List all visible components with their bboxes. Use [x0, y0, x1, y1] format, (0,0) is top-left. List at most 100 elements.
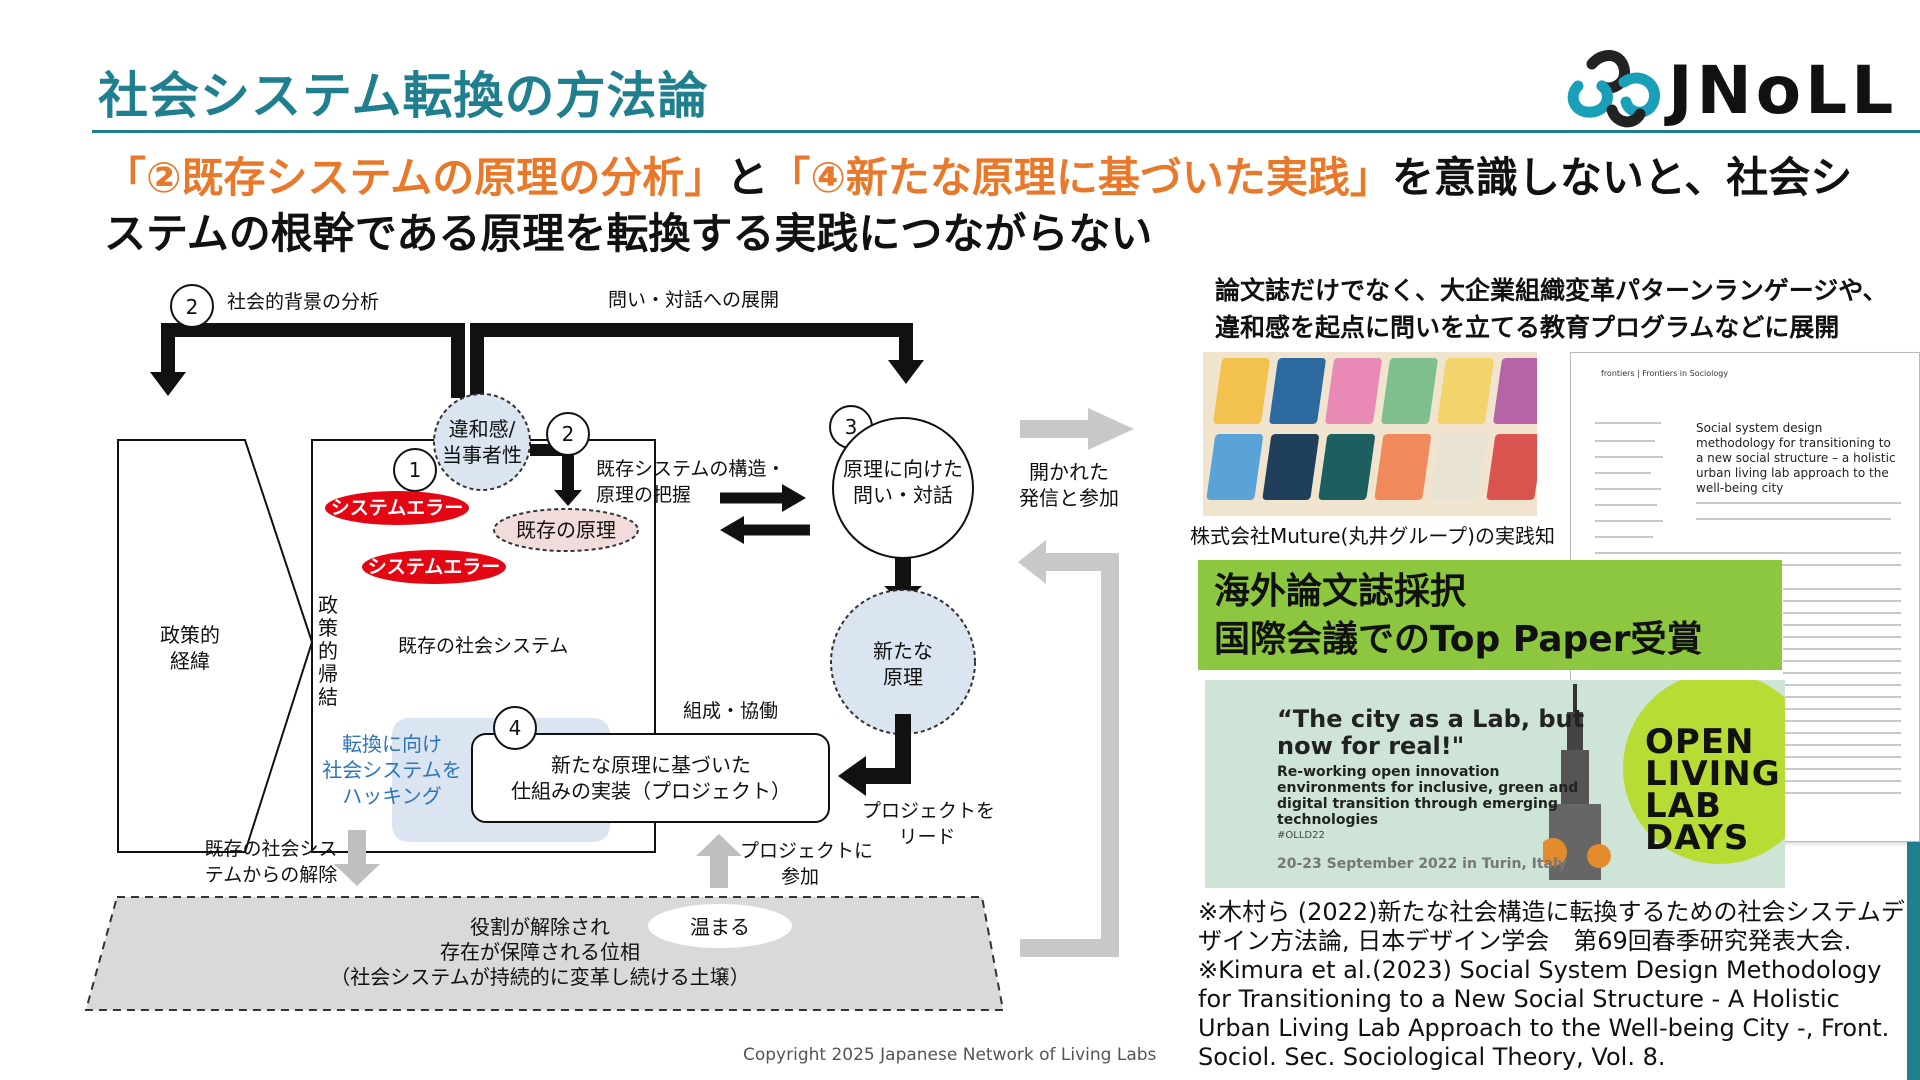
- tower-icon: [1543, 684, 1611, 880]
- existing-principle-label: 既存の原理: [516, 518, 616, 542]
- ground-line-1: 役割が解除され: [470, 915, 610, 939]
- number-circle-4: [493, 706, 537, 750]
- implementation-label: 新たな原理に基づいた仕組みの実装（プロジェクト）: [474, 752, 828, 804]
- policy-result-label: 政策的帰結: [318, 593, 338, 709]
- subtitle-text-b: ステムの根幹である原理を転換する実践につながらない: [104, 209, 1153, 258]
- join-line-2: 参加: [780, 866, 819, 888]
- arrow-join: [710, 852, 728, 888]
- number-circle-1: [393, 448, 437, 492]
- card-grid-illustration: [1203, 352, 1537, 516]
- policy-history-line-1: 政策的: [160, 623, 220, 647]
- num-2-label: 2: [561, 422, 575, 446]
- discomfort-circle: [433, 393, 531, 491]
- join-line-1: プロジェクトに: [740, 840, 874, 862]
- hacking-label: 転換に向け社会システムをハッキング: [322, 731, 462, 809]
- olld-hashtag: #OLLD22: [1277, 830, 1325, 841]
- subtitle: 「②既存システムの原理の分析」と「④新たな原理に基づいた実践」を意識しないと、社…: [104, 150, 1884, 262]
- hacking-line-3: ハッキング: [342, 784, 442, 808]
- dialogue-expansion-label: 問い・対話への展開: [608, 289, 780, 311]
- right-heading: 論文誌だけでなく、大企業組織変革パターンランゲージや、違和感を起点に問いを立てる…: [1215, 272, 1888, 346]
- paper-text-lines: [1595, 422, 1901, 794]
- implementation-box: [471, 733, 830, 823]
- hacking-line-1: 転換に向け: [342, 732, 442, 756]
- open-participation-label: 開かれた発信と参加: [1012, 459, 1126, 511]
- warm-oval: [648, 904, 792, 948]
- olld-green-circle: [1623, 680, 1785, 864]
- existing-principle-oval: [493, 508, 639, 552]
- system-error-badge-1: [325, 491, 469, 525]
- title-divider: [92, 130, 1920, 133]
- num-1-label: 1: [408, 458, 422, 482]
- subtitle-highlight-2: 「④新たな原理に基づいた実践」: [768, 153, 1392, 202]
- subtitle-connector: と: [726, 153, 769, 202]
- arrow-social-background: [161, 323, 465, 398]
- implementation-line-1: 新たな原理に基づいた: [551, 753, 751, 777]
- olld-body-line-4: technologies: [1277, 812, 1379, 828]
- muture-cards-image: [1203, 352, 1537, 516]
- arrow-to-new-principle: [895, 558, 911, 588]
- policy-history-label: 政策的経緯: [140, 622, 240, 674]
- arrow-open-loop: [1020, 553, 1119, 957]
- olld-name-line-1: OPEN: [1645, 722, 1755, 762]
- award-banner: 海外論文誌採択国際会議でのTop Paper受賞: [1198, 560, 1782, 670]
- hacking-line-2: 社会システムを: [322, 758, 462, 782]
- discomfort-line-1: 違和感/: [448, 417, 516, 441]
- ground-line-3: （社会システムが持続的に変革し続ける土壌）: [330, 965, 750, 989]
- award-line-2: 国際会議でのTop Paper受賞: [1214, 619, 1703, 660]
- arrow-dialogue-expansion: [470, 323, 913, 398]
- lead-line-1: プロジェクトを: [862, 800, 996, 822]
- copyright: Copyright 2025 Japanese Network of Livin…: [743, 1045, 1157, 1065]
- questions-line-2: 問い・対話: [853, 483, 953, 507]
- award-line-1: 海外論文誌採択: [1214, 571, 1467, 612]
- arrow-open-out: [1020, 420, 1092, 438]
- num-4-label: 4: [508, 716, 522, 740]
- new-principle-line-2: 原理: [883, 665, 923, 689]
- side-accent-bar: [1907, 842, 1920, 1080]
- join-project-label: プロジェクトに参加: [740, 838, 873, 890]
- policy-history-line-2: 経緯: [170, 649, 210, 673]
- release-line-1: 既存の社会シス: [204, 838, 338, 860]
- system-error-badge-2: [362, 550, 506, 584]
- number-circle-2-top: [170, 284, 214, 328]
- paper-journal: frontiers | Frontiers in Sociology: [1601, 369, 1729, 378]
- structure-line-1: 既存システムの構造・: [596, 458, 786, 480]
- new-principle-label: 新たな原理: [853, 638, 953, 690]
- discomfort-line-2: 当事者性: [442, 443, 522, 467]
- questions-line-1: 原理に向けた: [843, 457, 963, 481]
- system-error-label-2: システムエラー: [367, 556, 501, 578]
- ground-line-2: 存在が保障される位相: [440, 940, 640, 964]
- questions-label: 原理に向けた問い・対話: [838, 456, 968, 508]
- num-2-top-label: 2: [185, 295, 199, 319]
- implementation-line-2: 仕組みの実装（プロジェクト）: [511, 779, 791, 803]
- organization-label: 組成・協働: [683, 700, 779, 722]
- release-label: 既存の社会システムからの解除: [196, 836, 346, 888]
- arrow-release: [348, 830, 366, 868]
- muture-caption: 株式会社Muture(丸井グループ)の実践知: [1190, 524, 1555, 548]
- ground-label: 役割が解除され存在が保障される位相（社会システムが持続的に変革し続ける土壌）: [300, 915, 780, 990]
- system-error-label-1: システムエラー: [330, 497, 464, 519]
- references: ※木村ら (2022)新たな社会構造に転換するための社会システムデザイン方法論,…: [1198, 898, 1918, 1072]
- reference-2: ※Kimura et al.(2023) Social System Desig…: [1198, 956, 1890, 1071]
- paper-title: Social system design methodology for tra…: [1696, 421, 1896, 495]
- olld-body-line-3: digital transition through emerging: [1277, 796, 1558, 812]
- open-line-1: 開かれた: [1029, 460, 1109, 484]
- arrow-lead-project: [862, 714, 911, 784]
- existing-social-system-label: 既存の社会システム: [398, 635, 569, 657]
- award-text: 海外論文誌採択国際会議でのTop Paper受賞: [1214, 568, 1702, 664]
- number-circle-2: [546, 412, 590, 456]
- right-heading-line-1: 論文誌だけでなく、大企業組織変革パターンランゲージや、: [1215, 276, 1888, 305]
- olld-date: 20-23 September 2022 in Turin, Italy: [1277, 856, 1567, 872]
- structure-line-2: 原理の把握: [596, 484, 692, 506]
- structure-label: 既存システムの構造・原理の把握: [596, 456, 785, 508]
- jnoll-logo: [1562, 42, 1912, 132]
- olld-body-line-2: environments for inclusive, green and: [1277, 780, 1579, 796]
- methodology-diagram: [84, 284, 1134, 1011]
- logo-wordmark: JNoLL: [1668, 52, 1898, 129]
- subtitle-highlight-1: 「②既存システムの原理の分析」: [104, 153, 727, 202]
- right-heading-line-2: 違和感を起点に問いを立てる教育プログラムなどに展開: [1215, 313, 1840, 342]
- olld-name-line-2: LIVING: [1645, 754, 1781, 794]
